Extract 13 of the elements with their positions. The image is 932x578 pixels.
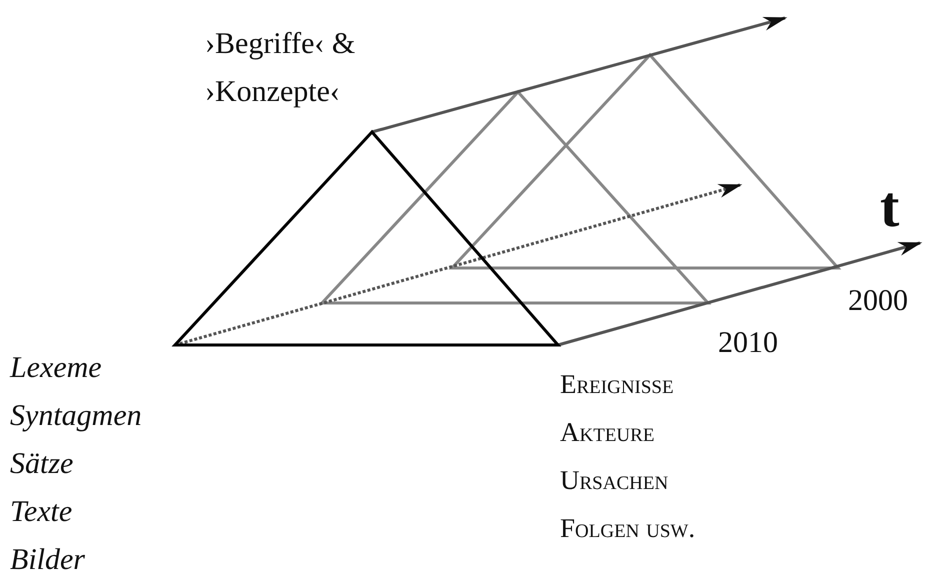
heading-text: ›Begriffe‹ & ›Konzepte‹ xyxy=(205,26,356,110)
list-text: Akteure xyxy=(560,416,654,449)
list-text: Ereignisse xyxy=(560,368,674,401)
list-text: Folgen usw. xyxy=(560,512,696,545)
list-text: Ursachen xyxy=(560,464,668,497)
year-label: 2010 xyxy=(718,325,778,361)
list-text: Syntagmen xyxy=(10,398,142,434)
year-label: 2000 xyxy=(848,283,908,319)
list-text: Lexeme xyxy=(10,350,102,386)
list-text: Sätze xyxy=(10,446,74,482)
list-text: Texte xyxy=(10,494,72,530)
axis-label: t xyxy=(880,178,900,236)
list-text: Bilder xyxy=(10,542,85,578)
